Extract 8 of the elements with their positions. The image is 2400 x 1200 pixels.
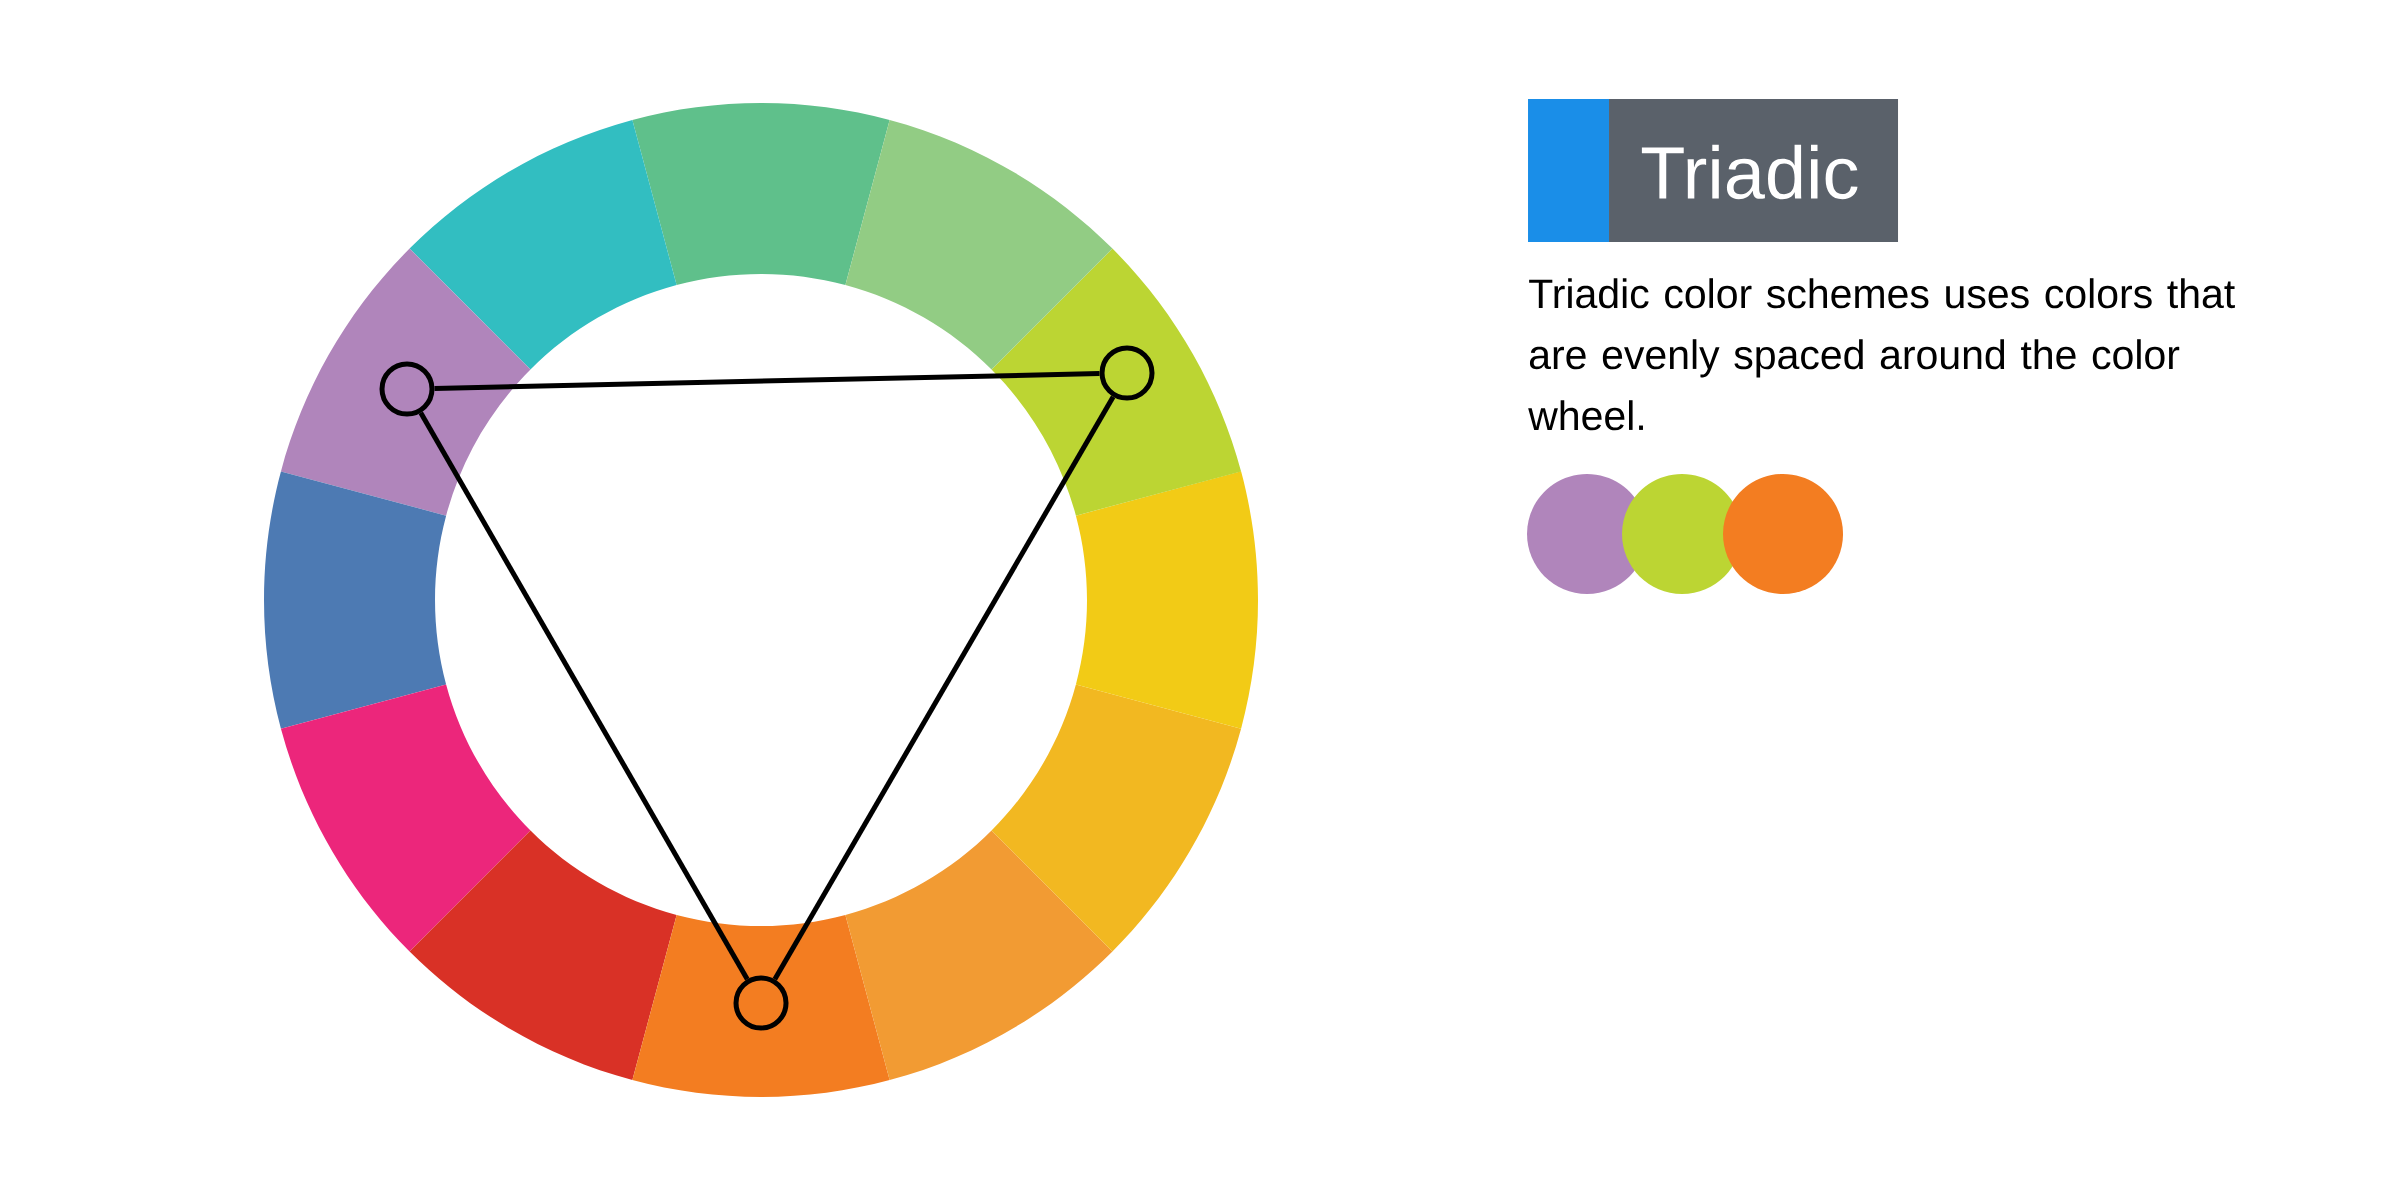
description-text: Triadic color schemes uses colors that are evenly spaced around the color wheel. [1528, 278, 2235, 431]
connector-line [772, 395, 1116, 981]
marker-circle [1099, 345, 1155, 401]
title-banner: Triadic [1528, 99, 1898, 242]
marker-circle [733, 975, 789, 1031]
connector-line [434, 371, 1100, 391]
connector-line [418, 411, 750, 981]
marker-circle [379, 361, 435, 417]
